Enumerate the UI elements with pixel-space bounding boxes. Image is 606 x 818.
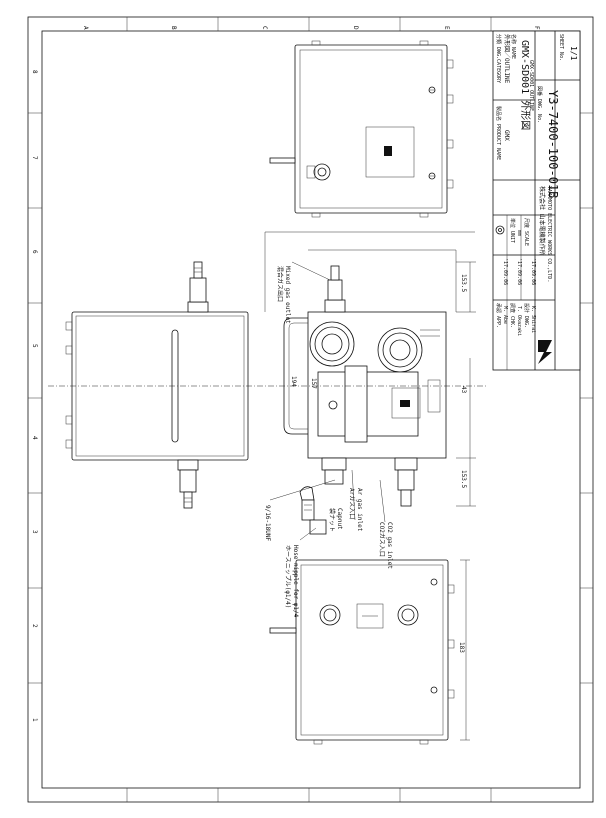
carry-handle [283,317,308,435]
dim-183: 183 [458,642,465,653]
tb-company-jp: 株式会社 山本電機製作所 [538,186,546,256]
flowmeter-dial-1 [309,321,355,367]
label-hose-nipple-jp: ホースニップル(φ1/4) [284,545,291,608]
tb-sheet-value: 1/1 [569,46,578,61]
tb-drawn-name: K. Shirai [530,306,536,333]
bottom-view-handle [269,627,297,634]
tb-name-label: 名称 NAME [510,34,517,59]
grid-col-f: F [533,26,540,30]
bottom-view [269,559,455,745]
grid-col-c: C [261,26,268,30]
zone-ticks [28,17,593,802]
tb-drawn-label: 設計 DWG. [523,303,530,328]
title-block [492,30,581,371]
grid-row-5: 5 [31,344,38,348]
dim-157: 157 [310,378,317,389]
side-view-left [65,261,249,509]
tb-product-name-value: GMX [503,130,510,141]
tb-unit-value: mm [516,230,522,236]
label-thread-spec: 9/16-18UNF [264,505,271,542]
dim-194: 194 [290,376,297,387]
bottom-view-label-plate [356,603,384,629]
grid-row-7: 7 [31,156,38,160]
tb-drawn-date: '17.09.06 [530,258,536,285]
tb-sheet-label: SHEET No. [558,34,564,61]
label-capnut-en: Capnut [336,508,343,530]
dim-153-5-bottom: 153.5 [460,470,467,488]
top-view-label-plate [365,126,415,178]
company-logo-icon [538,340,552,364]
regulator-label-plate [391,387,421,419]
tb-dwg-no: Y3-7400-100-01B [546,90,560,198]
tb-checked-name: T. Okazaki [516,306,522,336]
label-capnut-jp: 袋ナット [328,508,336,532]
tb-drawing-title: GMX-SD001 外形図 [519,40,531,130]
grid-row-2: 2 [31,624,38,628]
top-view [269,40,454,218]
tb-approved-label: 承認 APP. [495,303,502,328]
top-view-handle [269,157,296,164]
projection-symbol-icon [495,225,505,235]
leader-lines [269,261,386,541]
tb-dwg-no-label: 図番 DWG. No. [536,86,543,123]
tb-approved-name: M. Abe [502,306,508,324]
tb-checked-date: '17.09.06 [516,258,522,285]
label-ar-gas-inlet-jp: Arガス入口 [348,488,356,519]
tb-checked-label: 調査 CHK. [509,303,516,328]
grid-row-3: 3 [31,530,38,534]
grid-row-1: 1 [31,718,38,722]
grid-col-a: A [82,26,89,30]
label-co2-gas-inlet-jp: CO2ガス入口 [378,522,386,557]
label-co2-gas-inlet-en: CO2 gas inlet [386,522,393,569]
flowmeter-dial-2 [377,327,423,373]
label-hose-nipple-en: Hose nipple for φ1/4 [292,545,299,618]
grid-row-6: 6 [31,250,38,254]
grid-row-4: 4 [31,436,38,440]
outer-border [27,16,594,803]
tb-drawing-subtitle: GMX-SD001 OUTLINE [528,60,534,111]
grid-col-d: D [352,26,359,30]
tb-product-name-label: 製品名 PRODUCT NAME [495,106,502,160]
tb-category-label: 分類 DWG.CATEGORY [495,34,502,83]
inner-border [41,30,581,789]
label-mixed-gas-outlet-en: Mixed gas outlet [284,266,291,324]
tb-company-en: YAMAMOTO ELECTRIC WORKS CO.,LTD. [546,186,552,282]
grid-row-8: 8 [31,70,38,74]
tb-scale-label: 尺度 SCALE [523,218,530,246]
label-ar-gas-inlet-en: Ar gas inlet [356,488,363,532]
label-mixed-gas-outlet-jp: 混合ガス出口 [276,266,284,302]
dim-153-5-top: 153.5 [460,274,467,292]
capnut-detail [299,486,327,535]
front-view-center [283,265,447,507]
dimension-lines [264,231,476,741]
top-view-knob [313,163,331,181]
dim-43: 43 [460,386,467,394]
grid-col-b: B [170,26,177,30]
tb-category-value: 外形図／OUTLINE [503,34,511,84]
tb-approved-date: '17.09.06 [502,258,508,285]
grid-col-e: E [443,26,450,30]
tb-unit-label: 単位 UNIT [509,218,516,243]
